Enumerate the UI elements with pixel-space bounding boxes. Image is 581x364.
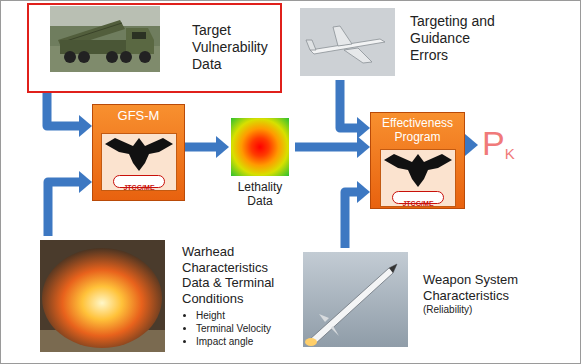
bullet-list: HeightTerminal VelocityImpact angle: [182, 309, 290, 348]
text-block: Effectiveness Program: [373, 117, 462, 145]
text-block: Weapon System Characteristics(Reliabilit…: [423, 272, 553, 316]
arrow-head: [216, 136, 229, 158]
text-block: GFS-M: [95, 109, 182, 124]
missile-picture: [303, 252, 408, 347]
flow-arrow: [345, 181, 370, 248]
node-heading: Effectiveness Program: [373, 117, 462, 145]
node-box: Weapon System Characteristics(Reliabilit…: [303, 248, 565, 353]
logo-badge: JTCG/ME: [113, 175, 165, 188]
logo-text: JTCG/ME: [402, 200, 433, 207]
flow-arrow: [340, 80, 370, 139]
node-heading: Targeting and Guidance Errors: [410, 13, 510, 63]
logo-badge: JTCG/ME: [392, 191, 444, 204]
node-heading: GFS-M: [95, 109, 182, 124]
flow-arrow: [185, 136, 229, 158]
arrow-head: [79, 115, 92, 137]
arrow-shaft: [295, 143, 359, 152]
flow-arrow: [48, 171, 92, 236]
node-heading: Target Vulnerability Data: [192, 22, 278, 72]
arrow-shaft: [340, 80, 359, 128]
flow-arrow: [47, 93, 92, 137]
node-box: PK: [478, 122, 542, 168]
logo-holder: JTCG/ME: [101, 133, 177, 191]
node-box: Effectiveness Program JTCG/ME: [370, 112, 465, 209]
arrow-head: [357, 117, 370, 139]
node-caption: Lethality Data: [229, 180, 291, 209]
node-heading: Warhead Characteristics Data & Terminal …: [182, 244, 290, 306]
arrow-head: [357, 181, 370, 203]
node-heading: Weapon System Characteristics: [423, 272, 553, 303]
uav-picture: [300, 8, 395, 76]
text-block: Warhead Characteristics Data & Terminal …: [182, 244, 290, 348]
pk-letter: P: [482, 124, 505, 162]
truck-picture: [50, 6, 160, 72]
arrow-head: [465, 134, 478, 156]
node-box: Lethality Data: [229, 118, 295, 214]
text-block: Targeting and Guidance Errors: [410, 13, 510, 63]
arrow-head: [357, 136, 370, 158]
lethality-square: [231, 118, 289, 176]
pk-subscript: K: [505, 145, 515, 162]
bullet-item: Height: [196, 309, 290, 322]
arrow-head: [79, 171, 92, 193]
text-block: PK: [482, 124, 515, 162]
arrow-shaft: [345, 192, 359, 248]
arrow-shaft: [185, 143, 218, 152]
arrow-shaft: [47, 93, 81, 126]
flow-arrow: [465, 134, 478, 156]
explosion-picture: [40, 240, 165, 352]
logo-holder: JTCG/ME: [380, 149, 456, 207]
node-note: (Reliability): [423, 303, 553, 316]
arrow-shaft: [48, 182, 81, 236]
flow-arrow: [295, 136, 370, 158]
text-block: Target Vulnerability Data: [192, 22, 278, 72]
node-box: Targeting and Guidance Errors: [300, 5, 570, 80]
logo-text: JTCG/ME: [123, 184, 154, 191]
bullet-item: Terminal Velocity: [196, 322, 290, 335]
node-box: Target Vulnerability Data: [27, 3, 282, 93]
node-box: GFS-M JTCG/ME: [92, 104, 185, 201]
bullet-item: Impact angle: [196, 335, 290, 348]
text-block: Lethality Data: [229, 180, 291, 209]
node-box: Warhead Characteristics Data & Terminal …: [40, 236, 292, 358]
